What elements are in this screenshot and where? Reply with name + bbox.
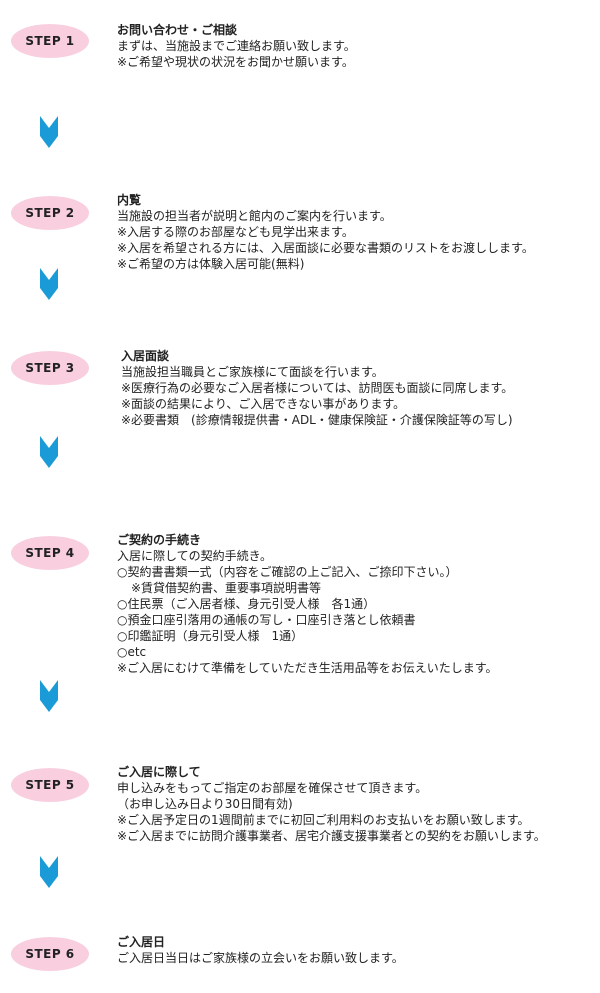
chevron-down-icon [40, 436, 58, 468]
chevron-down-icon [40, 268, 58, 300]
step-line: ※ご入居予定日の1週間前までに初回ご利用料のお支払いをお願い致します。 [117, 813, 530, 827]
step-line: ご入居日当日はご家族様の立会いをお願い致します。 [117, 951, 404, 965]
step-line: ※入居する際のお部屋なども見学出来ます。 [117, 225, 354, 239]
step-line: ※賃貸借契約書、重要事項説明書等 [131, 581, 322, 595]
chevron-down-icon [40, 680, 58, 712]
step-content: 内覧 当施設の担当者が説明と館内のご案内を行います。 ※入居する際のお部屋なども… [117, 192, 597, 272]
step-badge: STEP 5 [11, 768, 89, 802]
step-title: ご入居に際して [117, 765, 201, 779]
step-line: ○印鑑証明（身元引受人様 1通） [117, 629, 304, 643]
step-title: お問い合わせ・ご相談 [117, 23, 238, 37]
step-title: ご入居日 [117, 935, 166, 949]
step-line: ○契約書書類一式（内容をご確認の上ご記入、ご捺印下さい。） [117, 565, 458, 579]
step-line: まずは、当施設までご連絡お願い致します。 [117, 39, 356, 53]
step-content: ご契約の手続き 入居に際しての契約手続き。 ○契約書書類一式（内容をご確認の上ご… [117, 532, 597, 676]
step-content: 入居面談 当施設担当職員とご家族様にて面談を行います。 ※医療行為の必要なご入居… [121, 348, 600, 428]
step-line: ○預金口座引落用の通帳の写し・口座引き落とし依頼書 [117, 613, 416, 627]
step-line: ※ご入居にむけて準備をしていただき生活用品等をお伝えいたします。 [117, 661, 498, 675]
step-line: ※ご入居までに訪問介護事業者、居宅介護支援事業者との契約をお願いします。 [117, 829, 546, 843]
step-line: 当施設担当職員とご家族様にて面談を行います。 [121, 365, 384, 379]
step-line: ※ご希望の方は体験入居可能(無料) [117, 257, 305, 271]
step-badge: STEP 2 [11, 196, 89, 230]
step-line: ※必要書類 (診療情報提供書・ADL・健康保険証・介護保険証等の写し) [121, 413, 513, 427]
step-line: ※入居を希望される方には、入居面談に必要な書類のリストをお渡しします。 [117, 241, 534, 255]
step-content: ご入居に際して 申し込みをもってご指定のお部屋を確保させて頂きます。 （お申し込… [117, 764, 597, 844]
step-badge: STEP 4 [11, 536, 89, 570]
step-line: ○住民票（ご入居者様、身元引受人様 各1通） [117, 597, 376, 611]
step-badge: STEP 1 [11, 24, 89, 58]
step-line: ※ご希望や現状の状況をお聞かせ願います。 [117, 55, 354, 69]
chevron-down-icon [40, 116, 58, 148]
step-title: 内覧 [117, 193, 142, 207]
step-badge: STEP 3 [11, 351, 89, 385]
step-line: ※面談の結果により、ご入居できない事があります。 [121, 397, 406, 411]
step-title: ご契約の手続き [117, 533, 202, 547]
chevron-down-icon [40, 856, 58, 888]
step-line: ○etc [117, 645, 147, 659]
step-line: （お申し込み日より30日間有効) [117, 797, 293, 811]
step-badge: STEP 6 [11, 937, 89, 971]
step-line: 入居に際しての契約手続き。 [117, 549, 273, 563]
step-line: ※医療行為の必要なご入居者様については、訪問医も面談に同席します。 [121, 381, 514, 395]
step-line: 当施設の担当者が説明と館内のご案内を行います。 [117, 209, 392, 223]
step-content: お問い合わせ・ご相談 まずは、当施設までご連絡お願い致します。 ※ご希望や現状の… [117, 22, 597, 70]
step-title: 入居面談 [121, 349, 170, 363]
step-line: 申し込みをもってご指定のお部屋を確保させて頂きます。 [117, 781, 428, 795]
step-content: ご入居日 ご入居日当日はご家族様の立会いをお願い致します。 [117, 934, 597, 966]
